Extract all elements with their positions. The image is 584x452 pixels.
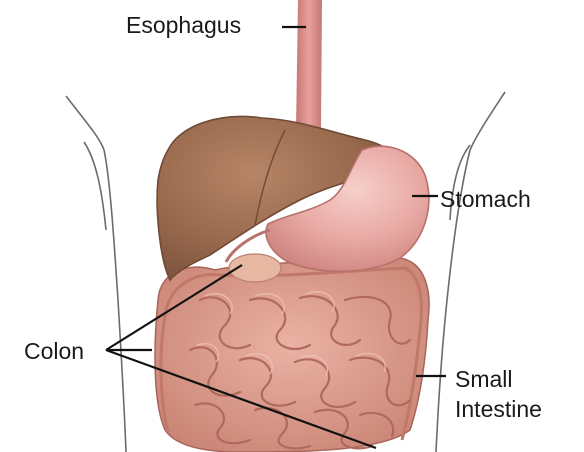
small-intestine-label: Small Intestine xyxy=(455,364,542,424)
esophagus-label: Esophagus xyxy=(126,12,241,38)
small-intestine-label-line2: Intestine xyxy=(455,394,542,424)
stomach-label: Stomach xyxy=(440,186,531,212)
intestines xyxy=(155,258,429,452)
colon-label: Colon xyxy=(24,338,84,364)
small-intestine-label-line1: Small xyxy=(455,364,542,394)
